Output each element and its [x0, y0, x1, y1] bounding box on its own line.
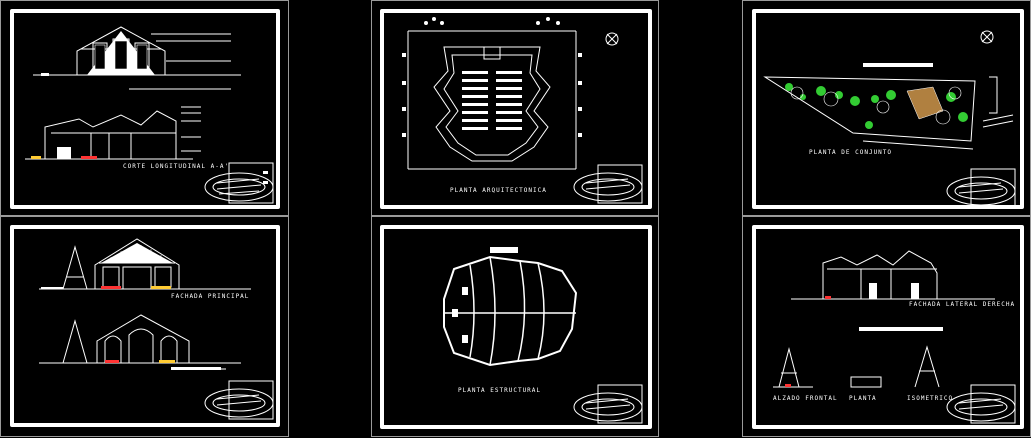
sub-label-isometric: ISOMETRICO: [907, 395, 954, 402]
sub-label-front-elevation: ALZADO FRONTAL: [773, 395, 838, 402]
sheet-title: PLANTA ESTRUCTURAL: [458, 387, 542, 394]
drawing-frame: [380, 9, 652, 209]
right-side-facade-drawing: [773, 250, 1016, 424]
architectural-plan-drawing: [402, 17, 643, 204]
sheet-title: CORTE LONGITUDINAL A-A': [123, 163, 230, 170]
drawing-frame: [10, 225, 280, 427]
sheet-right-side-facade[interactable]: FACHADA LATERAL DERECHA ALZADO FRONTAL P…: [742, 216, 1031, 437]
sheet-main-facade[interactable]: FACHADA PRINCIPAL: [0, 216, 289, 437]
sub-label-plan: PLANTA: [849, 395, 877, 402]
drawing-frame: [752, 225, 1024, 429]
sheet-title: FACHADA LATERAL DERECHA: [909, 301, 1016, 308]
sheet-title: PLANTA ARQUITECTONICA: [450, 187, 547, 194]
sheet-longitudinal-section[interactable]: CORTE LONGITUDINAL A-A': [0, 0, 289, 216]
sheet-structural-plan[interactable]: PLANTA ESTRUCTURAL: [371, 216, 659, 437]
longitudinal-section-drawing: [25, 26, 274, 204]
sheet-site-plan[interactable]: PLANTA DE CONJUNTO: [742, 0, 1031, 216]
drawing-frame: [10, 9, 280, 209]
main-facade-drawing: [39, 238, 274, 420]
drawing-frame: [752, 9, 1024, 209]
sheet-title: PLANTA DE CONJUNTO: [809, 149, 893, 156]
sheet-title: FACHADA PRINCIPAL: [171, 293, 250, 300]
site-plan-drawing: [763, 30, 1016, 208]
structural-plan-drawing: [443, 247, 643, 424]
sheet-architectural-plan[interactable]: PLANTA ARQUITECTONICA: [371, 0, 659, 216]
drawing-frame: [380, 225, 652, 429]
